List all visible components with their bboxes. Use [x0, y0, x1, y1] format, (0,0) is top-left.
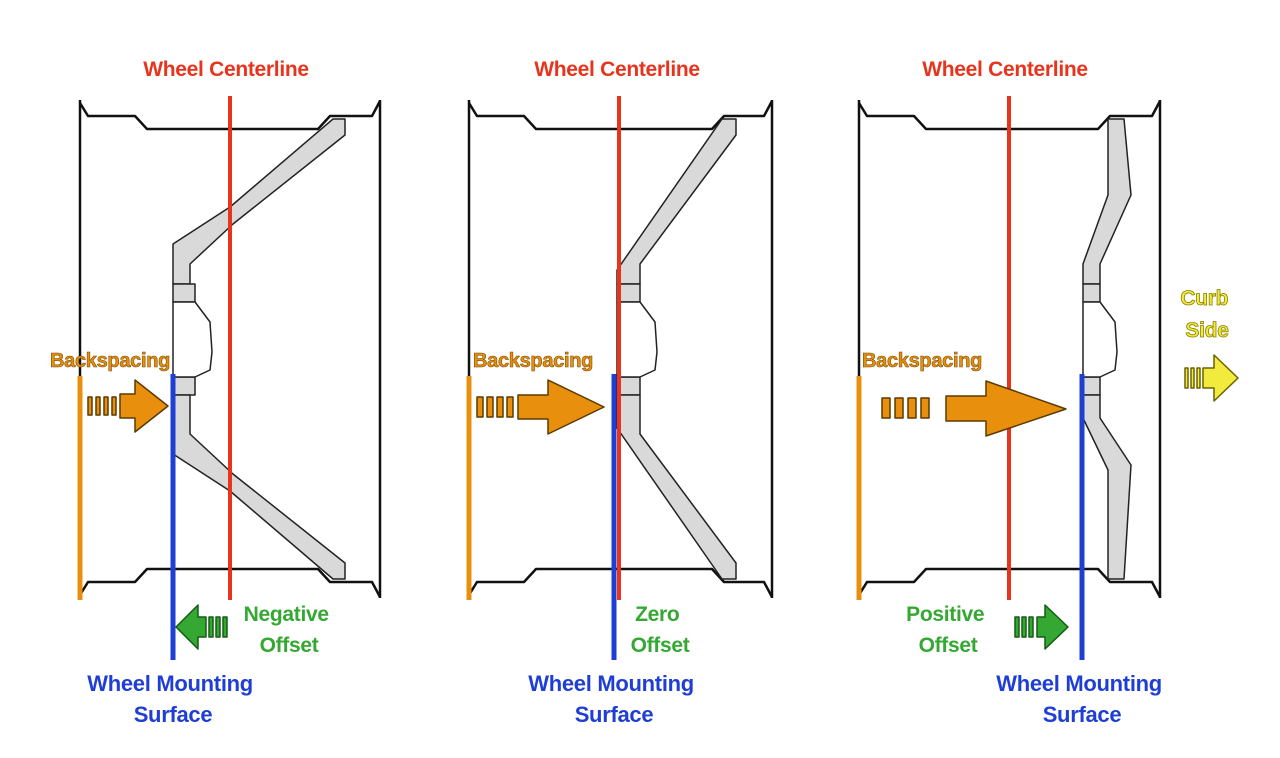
offset-label: Positive Offset [906, 603, 990, 657]
mounting-label-line1: Wheel Mounting [996, 671, 1162, 696]
backspacing-label: Backspacing [473, 350, 593, 372]
mounting-label: Wheel Mounting Surface [996, 671, 1167, 727]
curb-side-indicator: Curb Side [1180, 287, 1239, 402]
centerline-label: Wheel Centerline [143, 58, 309, 81]
wheel-disc [616, 118, 737, 580]
offset-label-line1: Positive [906, 603, 984, 626]
panel-negative-offset: Wheel Centerline Backspacing [50, 58, 382, 727]
right-arrow-icon [1184, 354, 1239, 402]
wheel-disc [1082, 118, 1132, 580]
backspacing-label: Backspacing [50, 350, 170, 372]
offset-left-arrow-icon [175, 604, 228, 650]
panel-zero-offset: Wheel Centerline Backspacing Zero [466, 58, 774, 727]
mounting-label: Wheel Mounting Surface [87, 671, 258, 727]
curb-side-line1: Curb [1180, 287, 1228, 310]
mounting-label-line1: Wheel Mounting [87, 671, 253, 696]
mounting-label: Wheel Mounting Surface [528, 671, 699, 727]
offset-label-line2: Offset [631, 634, 690, 657]
offset-label: Zero Offset [631, 603, 690, 657]
backspacing-arrow-icon [881, 380, 1067, 437]
offset-right-arrow-icon [1014, 604, 1069, 650]
backspacing-arrow-icon [476, 379, 605, 435]
panel-positive-offset: Wheel Centerline Backspacing Positiv [856, 58, 1167, 727]
centerline-label: Wheel Centerline [922, 58, 1088, 81]
offset-label-line2: Offset [919, 634, 978, 657]
mounting-label-line2: Surface [134, 702, 213, 727]
mounting-label-line2: Surface [1043, 702, 1122, 727]
centerline-label: Wheel Centerline [534, 58, 700, 81]
backspacing-arrow-icon [87, 379, 169, 433]
curb-side-label: Curb Side [1180, 287, 1233, 342]
mounting-label-line2: Surface [575, 702, 654, 727]
curb-side-line2: Side [1185, 319, 1228, 342]
offset-label-line1: Zero [635, 603, 679, 626]
wheel-disc [172, 118, 346, 580]
offset-label: Negative Offset [244, 603, 335, 657]
offset-label-line2: Offset [260, 634, 319, 657]
mounting-label-line1: Wheel Mounting [528, 671, 694, 696]
offset-label-line1: Negative [244, 603, 329, 626]
backspacing-label: Backspacing [862, 350, 982, 372]
